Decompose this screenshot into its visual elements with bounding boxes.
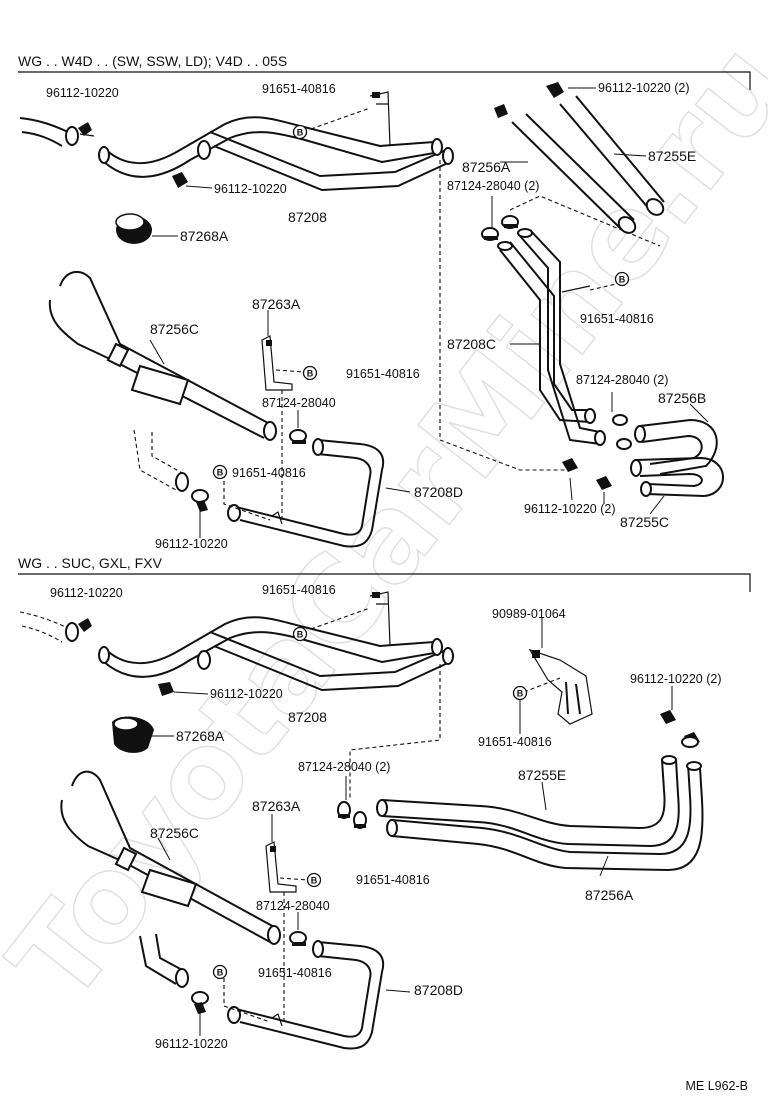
label-bolt-c: 91651-40816 — [232, 466, 306, 480]
hose-87256C — [48, 270, 277, 441]
label-bracket-2: 87263A — [252, 798, 301, 814]
clamps-87124-2 — [337, 801, 367, 829]
bolt-marker-2: B — [614, 271, 630, 287]
section-1: WG . . W4D . . (SW, SSW, LD); V4D . . 05… — [18, 53, 751, 551]
diagram-code: ME L962-B — [685, 1079, 748, 1093]
hoses-lower-right — [562, 414, 724, 498]
hose-stub-lower — [133, 429, 209, 512]
hoses-upper-right — [494, 82, 665, 234]
hose-stub-left-2 — [19, 611, 92, 643]
label-clamp-h: 96112-10220 (2) — [524, 502, 616, 516]
label-clamp-d-2: 96112-10220 — [210, 687, 283, 701]
bolt-marker-1: B — [292, 124, 308, 140]
pipe-87208-2 — [98, 591, 454, 692]
svg-text:B: B — [297, 630, 304, 640]
label-hose-c: 87256C — [150, 321, 199, 337]
label-clamp-f-2: 96112-10220 — [155, 1037, 228, 1051]
label-pipe-d-2: 87208D — [414, 982, 463, 998]
svg-text:B: B — [217, 968, 224, 978]
bolt-marker-8: B — [212, 964, 228, 980]
label-clamp-f: 96112-10220 — [155, 537, 228, 551]
label-grommet: 87268A — [180, 228, 229, 244]
label-bolt-a: 91651-40816 — [262, 82, 336, 96]
pipe-87208D — [227, 438, 385, 548]
label-hose-e: 87255E — [648, 148, 696, 164]
bracket-87263A — [261, 335, 293, 391]
label-pipe-c: 87208C — [447, 336, 496, 352]
label-pipe-main-2: 87208 — [288, 709, 327, 725]
label-hose-b: 87256B — [658, 390, 706, 406]
hose-87256C-2 — [60, 770, 281, 945]
label-pipe-main: 87208 — [288, 209, 327, 225]
svg-text:B: B — [217, 468, 224, 478]
label-clamp-c: 87124-28040 (2) — [447, 179, 539, 193]
label-hose-a: 87256A — [462, 159, 511, 175]
label-clamp-b-2: 96112-10220 (2) — [630, 672, 722, 686]
grommet-87268A — [115, 213, 152, 244]
label-bolt-c-2: 91651-40816 — [258, 966, 332, 980]
section-2-header: WG . . SUC, GXL, FXV — [18, 555, 163, 571]
label-hose-c2: 87255C — [620, 514, 669, 530]
label-hose-e-2: 87255E — [518, 767, 566, 783]
svg-text:B: B — [311, 876, 318, 886]
label-clamp-a-2: 96112-10220 — [50, 586, 123, 600]
bolt-marker-4: B — [212, 464, 228, 480]
bolt-marker-7: B — [306, 872, 322, 888]
label-hose-c-2: 87256C — [150, 825, 199, 841]
label-hose-a-2: 87256A — [585, 887, 634, 903]
grommet-87268A-2 — [112, 716, 154, 753]
label-clamp-e-2: 87124-28040 — [256, 899, 330, 913]
hose-stub-lower-2 — [139, 933, 209, 1014]
pipe-87208 — [98, 91, 454, 192]
hose-stub-left — [19, 117, 95, 147]
section-1-frame — [18, 71, 751, 90]
section-2-frame — [18, 573, 751, 592]
bolt-marker-5: B — [292, 626, 308, 642]
clamp-icon — [172, 172, 188, 188]
svg-text:B: B — [307, 369, 314, 379]
pipe-87208D-2 — [227, 940, 385, 1050]
svg-text:B: B — [619, 275, 626, 285]
label-clamp-c-2: 87124-28040 (2) — [298, 760, 390, 774]
pipe-87208C — [497, 228, 606, 446]
clamp-icon-2 — [158, 682, 174, 696]
label-bolt-a-2: 91651-40816 — [262, 583, 336, 597]
svg-text:B: B — [297, 128, 304, 138]
label-clamp-b: 96112-10220 (2) — [598, 81, 690, 95]
label-bolt-b-2: 91651-40816 — [356, 873, 430, 887]
label-pipe-d: 87208D — [414, 484, 463, 500]
label-bolt-d: 91651-40816 — [580, 312, 654, 326]
section-2: WG . . SUC, GXL, FXV — [18, 555, 751, 1051]
label-clamp-e: 87124-28040 — [262, 396, 336, 410]
label-bolt-b: 91651-40816 — [346, 367, 420, 381]
label-bracket-b: 90989-01064 — [492, 607, 566, 621]
hoses-87255E-87256A — [376, 755, 704, 872]
label-clamp-g: 87124-28040 (2) — [576, 373, 668, 387]
clamps-87124 — [481, 215, 519, 241]
svg-text:B: B — [517, 689, 524, 699]
label-clamp-d: 96112-10220 — [214, 182, 287, 196]
bracket-90989 — [528, 648, 593, 725]
label-bolt-e: 91651-40816 — [478, 735, 552, 749]
label-clamp-a: 96112-10220 — [46, 86, 119, 100]
section-1-header: WG . . W4D . . (SW, SSW, LD); V4D . . 05… — [18, 53, 287, 69]
label-bracket: 87263A — [252, 296, 301, 312]
clamps-96112-right — [660, 710, 700, 748]
bolt-marker-3: B — [302, 365, 318, 381]
label-grommet-2: 87268A — [176, 728, 225, 744]
bracket-87263A-2 — [265, 841, 297, 893]
bolt-marker-6: B — [512, 685, 528, 701]
